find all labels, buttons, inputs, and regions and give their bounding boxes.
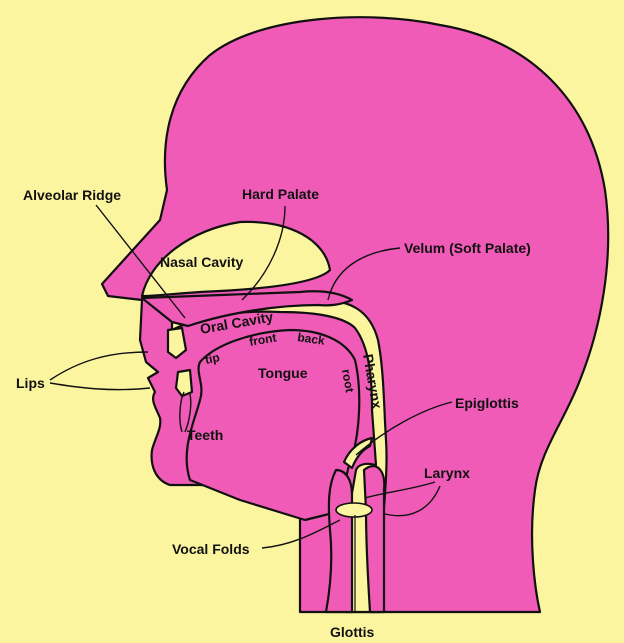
glottis-label: Glottis [330,624,375,640]
palate [140,290,354,328]
vocal-folds-label: Vocal Folds [172,541,250,557]
teeth-leader-b [184,393,192,433]
nasal-cavity-label: Nasal Cavity [160,254,243,270]
tongue-label: Tongue [258,365,308,381]
nasal-cavity-shape [140,220,332,298]
upper-teeth [166,326,188,360]
lower-teeth [174,368,194,398]
tongue-root-label: root [339,368,357,393]
teeth-leader-a [179,391,185,433]
epiglottis-label: Epiglottis [455,395,519,411]
epiglottis-leader [355,401,453,456]
alveolar-ridge-leader [95,204,186,319]
velum-label: Velum (Soft Palate) [404,240,531,256]
teeth-label: Teeth [187,427,223,443]
larynx-leader-b [384,485,441,517]
hard-palate-leader [241,205,286,301]
vocal-folds-leader [261,519,341,549]
tongue-back-label: back [297,330,326,348]
larynx-label: Larynx [424,465,470,481]
larynx-front [362,465,386,614]
hard-palate-label: Hard Palate [242,186,319,202]
alveolar-ridge-label: Alveolar Ridge [23,187,121,203]
tongue-front-label: front [248,330,277,349]
lips-label: Lips [16,375,45,391]
lips-upper-leader [49,351,149,381]
lips-lower-leader [49,382,151,391]
vocal-folds-shape [335,502,373,518]
tongue-tip-label: tip [204,350,221,367]
larynx-leader-a [364,481,436,499]
velum-leader [327,247,401,301]
larynx-shape [324,468,354,614]
